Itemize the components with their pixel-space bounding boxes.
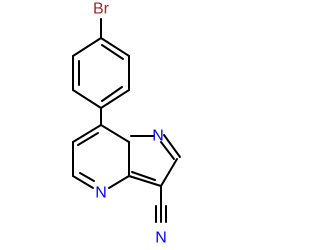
bond-phenyl <box>100 89 130 109</box>
pyrimidine-ring <box>72 124 130 189</box>
bond-pyrazole-double <box>131 171 156 181</box>
chemical-structure: Br N N N <box>72 1 181 247</box>
bond-phenyl <box>72 37 102 57</box>
bond-pyrimidine <box>100 124 130 143</box>
bond-pyrimidine-double <box>77 132 99 146</box>
bond-pyrazole <box>128 175 162 187</box>
bromine-atom-label: Br <box>93 1 110 18</box>
pyrazole-ring <box>128 134 181 187</box>
nitrile-nitrogen-label: N <box>155 230 167 247</box>
nitrile-group <box>155 185 167 223</box>
bond-pyrazole <box>160 141 175 160</box>
bromophenyl-ring <box>72 18 130 109</box>
bond-phenyl-double <box>101 44 124 60</box>
pyrimidine-nitrogen-label: N <box>95 185 107 202</box>
bond-pyrimidine <box>72 175 94 189</box>
bond-phenyl <box>100 37 130 57</box>
bond-pyrazole <box>160 158 178 187</box>
bond-phenyl <box>72 89 102 109</box>
bond-pyrimidine <box>108 175 130 189</box>
bond-pyrazole-double <box>163 134 181 158</box>
bond-pyrimidine-double <box>79 172 95 182</box>
pyrazole-nitrogen-label: N <box>152 128 164 145</box>
bond-pyrimidine <box>72 124 102 143</box>
bond-phenyl-double <box>101 86 123 102</box>
